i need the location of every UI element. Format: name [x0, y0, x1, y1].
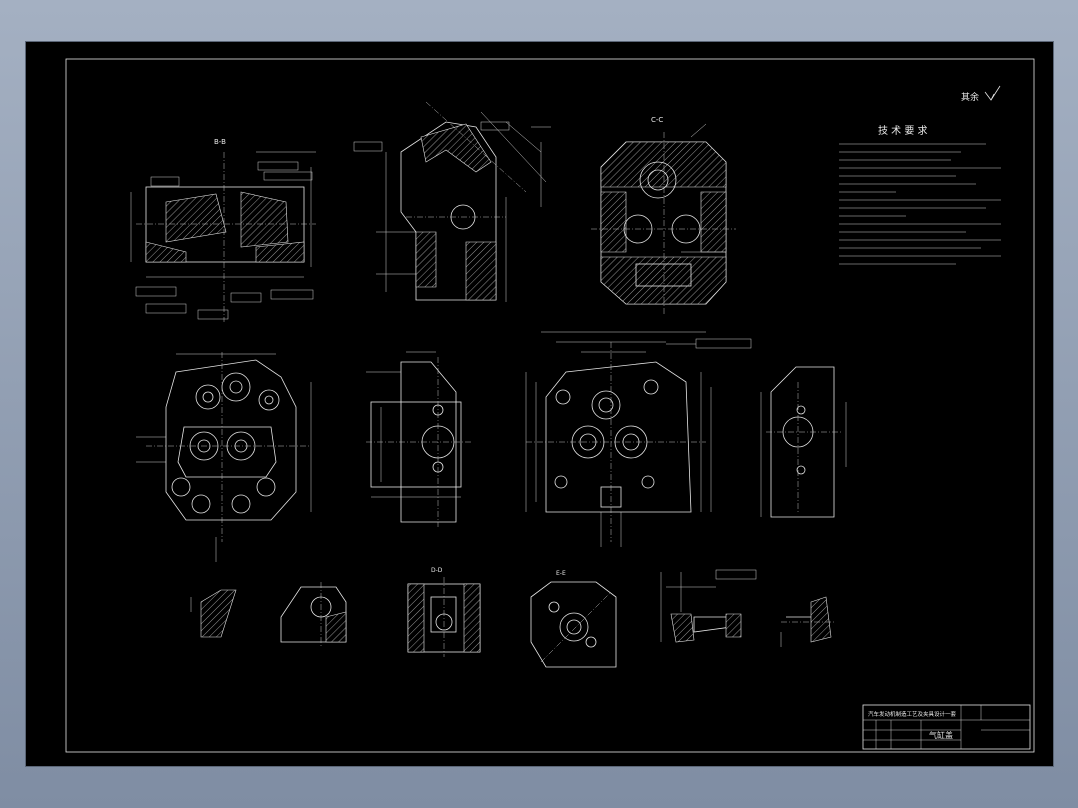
detail-view-5: [660, 569, 757, 643]
view-plan-center: [525, 331, 752, 547]
drawing-canvas: 其余 技 术 要 求: [65, 58, 1035, 753]
view-section-b-b: B-B: [130, 138, 316, 322]
notes-heading: 技 术 要 求: [878, 124, 928, 137]
label-c-c: C-C: [651, 116, 663, 124]
label-b-b: B-B: [214, 138, 226, 146]
technical-requirements: 技 术 要 求: [839, 124, 1001, 265]
detail-view-1: [190, 589, 237, 638]
surface-roughness-symbol: 其余: [961, 85, 1001, 103]
view-side-right: [760, 366, 847, 518]
detail-view-6: [780, 596, 836, 647]
roughness-label: 其余: [961, 91, 979, 103]
view-section-c-c: C-C: [591, 116, 736, 314]
title-block-drawing-title: 汽车发动机制造工艺及夹具设计一套: [868, 710, 957, 718]
view-plan-left: [136, 352, 312, 562]
view-angled-section: [353, 101, 551, 302]
drawing-border: [65, 58, 1035, 753]
label-e-e: E-E: [556, 570, 566, 577]
drawing-sheet[interactable]: 其余 技 术 要 求: [26, 42, 1053, 766]
title-block: 汽车发动机制造工艺及夹具设计一套 气缸盖: [862, 704, 1031, 750]
detail-view-e-e: E-E: [530, 570, 617, 668]
view-side-block: [366, 351, 471, 527]
title-block-part-name: 气缸盖: [929, 730, 953, 740]
detail-view-2: [280, 582, 347, 647]
label-d-d: D-D: [431, 567, 443, 574]
detail-view-d-d: D-D: [407, 567, 481, 657]
